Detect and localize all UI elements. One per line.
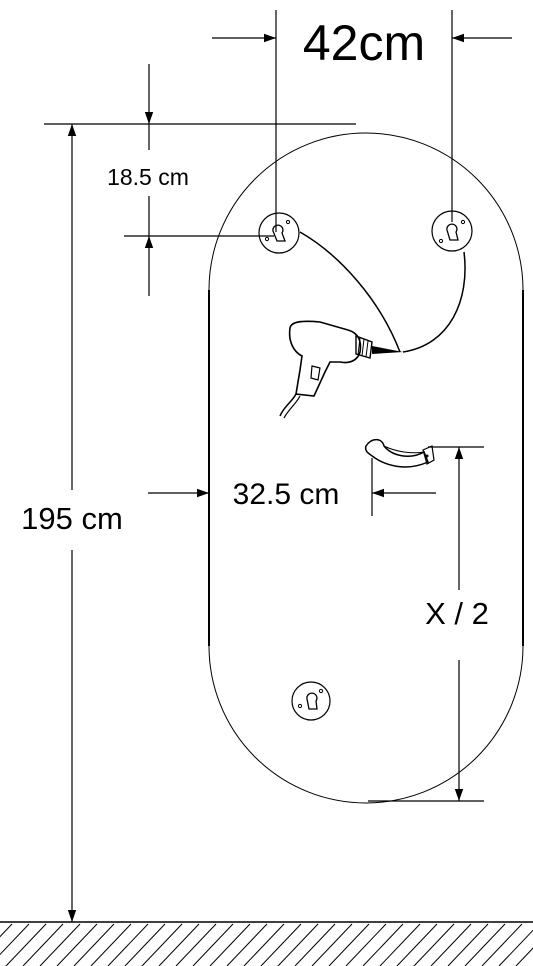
hook-icon <box>364 438 435 468</box>
floor-hatch-stroke <box>22 923 64 966</box>
floor-hatch-stroke <box>447 923 489 966</box>
dim-32-label: 32.5 cm <box>233 478 340 511</box>
floor-hatch-stroke <box>124 923 166 966</box>
floor-hatch-stroke <box>328 923 370 966</box>
floor-hatch-stroke <box>362 923 404 966</box>
floor-hatch-stroke <box>158 923 200 966</box>
drill-path-right <box>402 251 466 353</box>
floor-hatch-stroke <box>209 923 251 966</box>
dim-42-label: 42cm <box>303 15 425 71</box>
keyhole-bracket-icon <box>258 212 300 254</box>
floor-hatching <box>0 921 533 966</box>
drill-icon <box>279 320 403 419</box>
floor-hatch-stroke <box>0 923 30 956</box>
floor-hatch-stroke <box>260 923 302 966</box>
floor-hatch-stroke <box>192 923 234 966</box>
drill-path-left <box>299 231 401 353</box>
floor-hatch-stroke <box>56 923 98 966</box>
floor-hatch-stroke <box>226 923 268 966</box>
floor-hatch-stroke <box>277 923 319 966</box>
floor-hatch-stroke <box>413 923 455 966</box>
floor-hatch-stroke <box>141 923 183 966</box>
floor-hatch-stroke <box>311 923 353 966</box>
floor-hatch-stroke <box>498 929 533 966</box>
floor-hatch-stroke <box>379 923 421 966</box>
floor-hatch-stroke <box>90 923 132 966</box>
dim-x2-label: X / 2 <box>425 596 489 631</box>
floor-hatch-stroke <box>73 923 115 966</box>
floor-hatch-stroke <box>0 923 13 938</box>
floor-hatch-stroke <box>39 923 81 966</box>
keyhole-bracket-icon <box>431 210 473 252</box>
floor-hatch-stroke <box>430 923 472 966</box>
floor-hatch-stroke <box>396 923 438 966</box>
floor-hatch-stroke <box>464 923 506 966</box>
floor-hatch-stroke <box>481 923 523 966</box>
dim-195-label: 195 cm <box>21 501 123 536</box>
floor-hatch-stroke <box>175 923 217 966</box>
floor-hatch-stroke <box>515 947 533 966</box>
floor-hatch-stroke <box>345 923 387 966</box>
floor-hatch-stroke <box>5 923 47 966</box>
floor-hatch-stroke <box>243 923 285 966</box>
floor-hatch-stroke <box>294 923 336 966</box>
floor-hatch-stroke <box>107 923 149 966</box>
keyhole-bracket-icon <box>291 681 331 721</box>
mirror-outline <box>208 132 524 804</box>
dim-18-label: 18.5 cm <box>107 164 189 190</box>
